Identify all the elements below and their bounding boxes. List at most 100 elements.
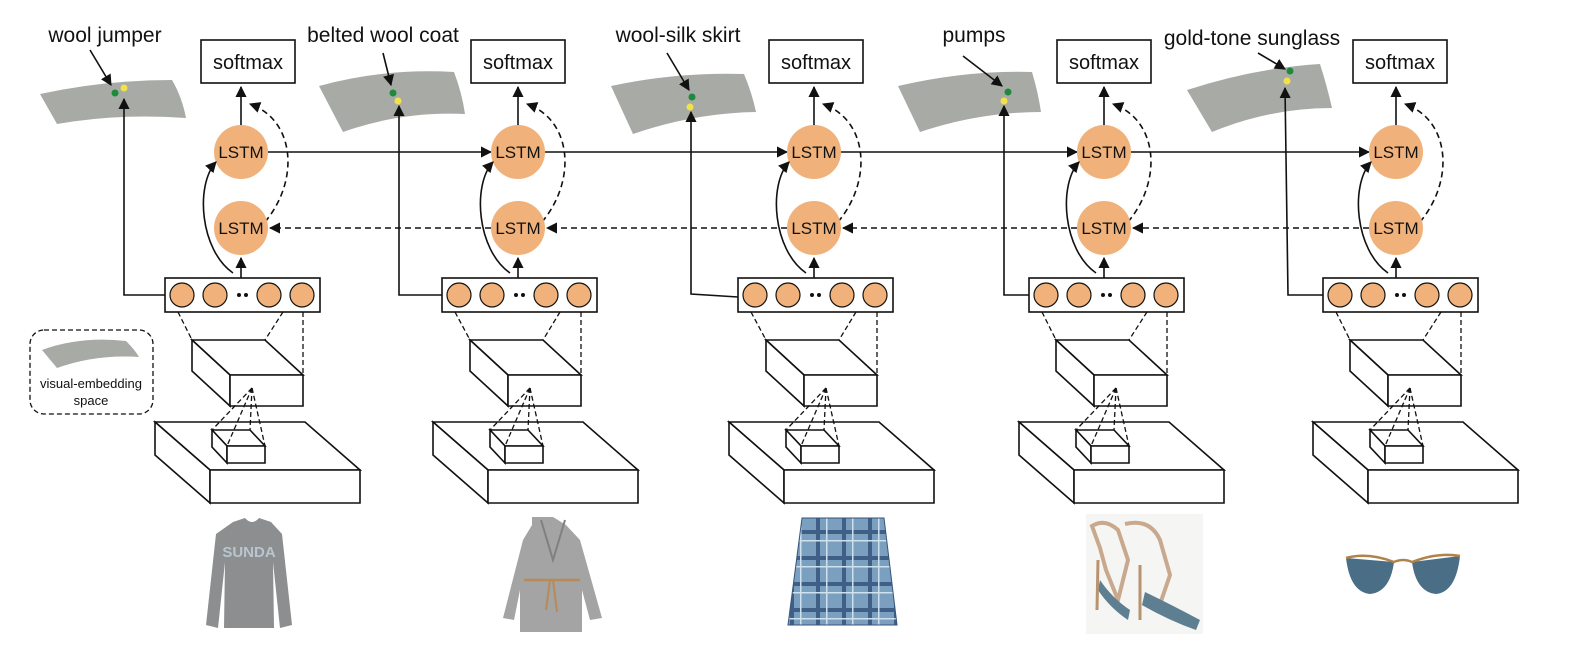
green-embedding-dot (688, 93, 696, 101)
plaid-skirt-icon (787, 517, 898, 626)
feature-to-forward-lstm-arrow (775, 161, 807, 274)
yellow-embedding-dot (686, 103, 694, 111)
feature-to-forward-lstm-arrow (1357, 161, 1389, 274)
forward-lstm-label: LSTM (495, 143, 540, 162)
forward-lstm-label: LSTM (1373, 143, 1418, 162)
embedding-surface (898, 71, 1041, 132)
backward-lstm-label: LSTM (1081, 219, 1126, 238)
feature-cell (1360, 282, 1386, 308)
cnn-feature-map (467, 338, 584, 408)
feature-cell (256, 282, 282, 308)
backward-lstm-cell (214, 201, 268, 255)
feature-cell (479, 282, 505, 308)
feature-cell (1033, 282, 1059, 308)
ellipsis-dot (237, 293, 241, 297)
yellow-embedding-dot (120, 84, 128, 92)
green-embedding-dot (1004, 88, 1012, 96)
item-label: pumps (942, 24, 1005, 47)
item-label: belted wool coat (307, 24, 459, 47)
outfit-step-1: wool jumper softmax LSTM LSTM (40, 24, 363, 628)
ellipsis-dot (1402, 293, 1406, 297)
feature-cell (446, 282, 472, 308)
ellipsis-dot (1395, 293, 1399, 297)
embedding-surface (40, 80, 186, 124)
feature-cell (1447, 282, 1473, 308)
label-pointer-arrow (962, 55, 1003, 87)
backward-to-softmax-arrow (525, 102, 566, 223)
backward-lstm-label: LSTM (1373, 219, 1418, 238)
forward-lstm-cell (491, 125, 545, 179)
softmax-box (200, 39, 296, 84)
legend-label-line2: space (74, 393, 109, 408)
backward-lstm-cell (1077, 201, 1131, 255)
ellipsis-dot (810, 293, 814, 297)
feature-cell (1327, 282, 1353, 308)
feature-cell (1066, 282, 1092, 308)
belted-coat-icon (503, 517, 602, 632)
yellow-embedding-dot (1000, 97, 1008, 105)
legend-border (29, 329, 154, 415)
softmax-box (1056, 39, 1152, 84)
backward-to-softmax-arrow (1403, 102, 1444, 223)
item-label: gold-tone sunglass (1164, 27, 1340, 50)
softmax-label: softmax (213, 52, 283, 74)
sunglasses-icon (1345, 553, 1461, 594)
embedding-surface (611, 73, 756, 134)
feature-cell (289, 282, 315, 308)
cnn-projection-lines (454, 311, 582, 447)
outfit-step-5: gold-tone sunglass softmax LSTM LSTM (1164, 27, 1521, 594)
cnn-projection-lines (1041, 311, 1168, 447)
cnn-feature-map (1053, 338, 1170, 408)
sweater-print: SUNDA (222, 544, 276, 561)
embedding-surface (1187, 64, 1332, 132)
feature-to-embedding-arrow (998, 104, 1029, 296)
label-pointer-arrow (1257, 52, 1286, 70)
cnn-kernel (488, 427, 545, 466)
yellow-embedding-dot (394, 97, 402, 105)
visual-embedding-legend: visual-embedding space (29, 329, 154, 415)
feature-to-forward-lstm-arrow (202, 161, 234, 274)
outfit-step-4: pumps softmax LSTM LSTM (898, 24, 1227, 634)
cnn-kernel (1368, 427, 1425, 466)
ellipsis-dot (521, 293, 525, 297)
feature-cell (1414, 282, 1440, 308)
feature-cell (1153, 282, 1179, 308)
cnn-feature-map (763, 338, 880, 408)
softmax-box (1352, 39, 1448, 84)
studded-pumps-icon (1086, 514, 1203, 634)
feature-to-embedding-arrow (393, 104, 442, 296)
green-embedding-dot (1286, 67, 1294, 75)
feature-cell (829, 282, 855, 308)
label-pointer-arrow (666, 52, 690, 91)
ellipsis-dot (514, 293, 518, 297)
forward-lstm-label: LSTM (218, 143, 263, 162)
softmax-label: softmax (1365, 52, 1435, 74)
yellow-embedding-dot (1283, 77, 1291, 85)
forward-lstm-cell (1369, 125, 1423, 179)
softmax-box (470, 39, 566, 84)
item-label: wool jumper (47, 24, 161, 47)
ellipsis-dot (1101, 293, 1105, 297)
cnn-projection-lines (1335, 311, 1462, 447)
softmax-label: softmax (781, 52, 851, 74)
cnn-projection-lines (177, 311, 304, 447)
backward-to-softmax-arrow (821, 102, 862, 223)
feature-cell (1120, 282, 1146, 308)
backward-lstm-label: LSTM (791, 219, 836, 238)
ellipsis-dot (1108, 293, 1112, 297)
backward-lstm-cell (787, 201, 841, 255)
green-embedding-dot (389, 89, 397, 97)
feature-cell (169, 282, 195, 308)
forward-lstm-cell (787, 125, 841, 179)
feature-to-forward-lstm-arrow (479, 161, 511, 274)
forward-lstm-cell (1077, 125, 1131, 179)
softmax-box (768, 39, 864, 84)
feature-to-forward-lstm-arrow (1065, 161, 1097, 274)
backward-lstm-cell (1369, 201, 1423, 255)
softmax-label: softmax (483, 52, 553, 74)
feature-cell (566, 282, 592, 308)
feature-to-embedding-arrow (685, 110, 739, 298)
ellipsis-dot (817, 293, 821, 297)
embedding-surface (319, 71, 465, 132)
